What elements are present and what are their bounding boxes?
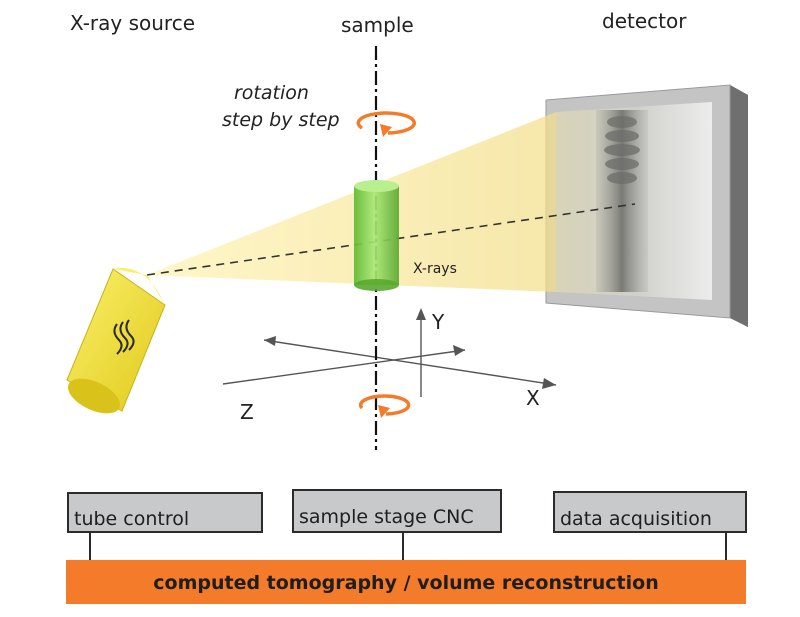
sample-stage-box <box>292 489 502 560</box>
sample-stage-label: sample stage CNC <box>299 506 474 528</box>
xray-source-tube <box>66 268 166 414</box>
sample-label: sample <box>341 13 414 37</box>
axis-y-label: Y <box>431 310 445 334</box>
axis-z-label: Z <box>240 400 254 424</box>
source-logo-icon <box>113 319 135 355</box>
rotation-label-line2: step by step <box>222 109 340 131</box>
rotation-arrow-bottom <box>358 394 411 416</box>
xray-beam <box>147 112 556 292</box>
rotation-arrowhead-top <box>380 124 392 137</box>
rotation-label-line1: rotation <box>234 82 309 104</box>
detector <box>545 84 748 327</box>
reconstruction-label: computed tomography / volume reconstruct… <box>153 572 659 594</box>
tube-control-box <box>67 492 263 560</box>
xrays-label: X-rays <box>413 261 457 277</box>
beam-axis-line <box>146 203 636 276</box>
tube-control-label: tube control <box>74 508 189 530</box>
data-acquisition-label: data acquisition <box>560 508 712 530</box>
data-acquisition-box <box>553 491 747 560</box>
detector-label: detector <box>602 9 687 33</box>
reconstruction-bar <box>66 560 746 604</box>
rotation-arrow-top <box>356 111 416 135</box>
rotation-arrowhead-bottom <box>378 405 390 418</box>
projection-threads <box>604 116 640 184</box>
axis-x-label: X <box>526 386 540 410</box>
source-label: X-ray source <box>70 11 195 35</box>
coordinate-axes <box>222 308 557 397</box>
sample-cylinder <box>354 180 399 291</box>
